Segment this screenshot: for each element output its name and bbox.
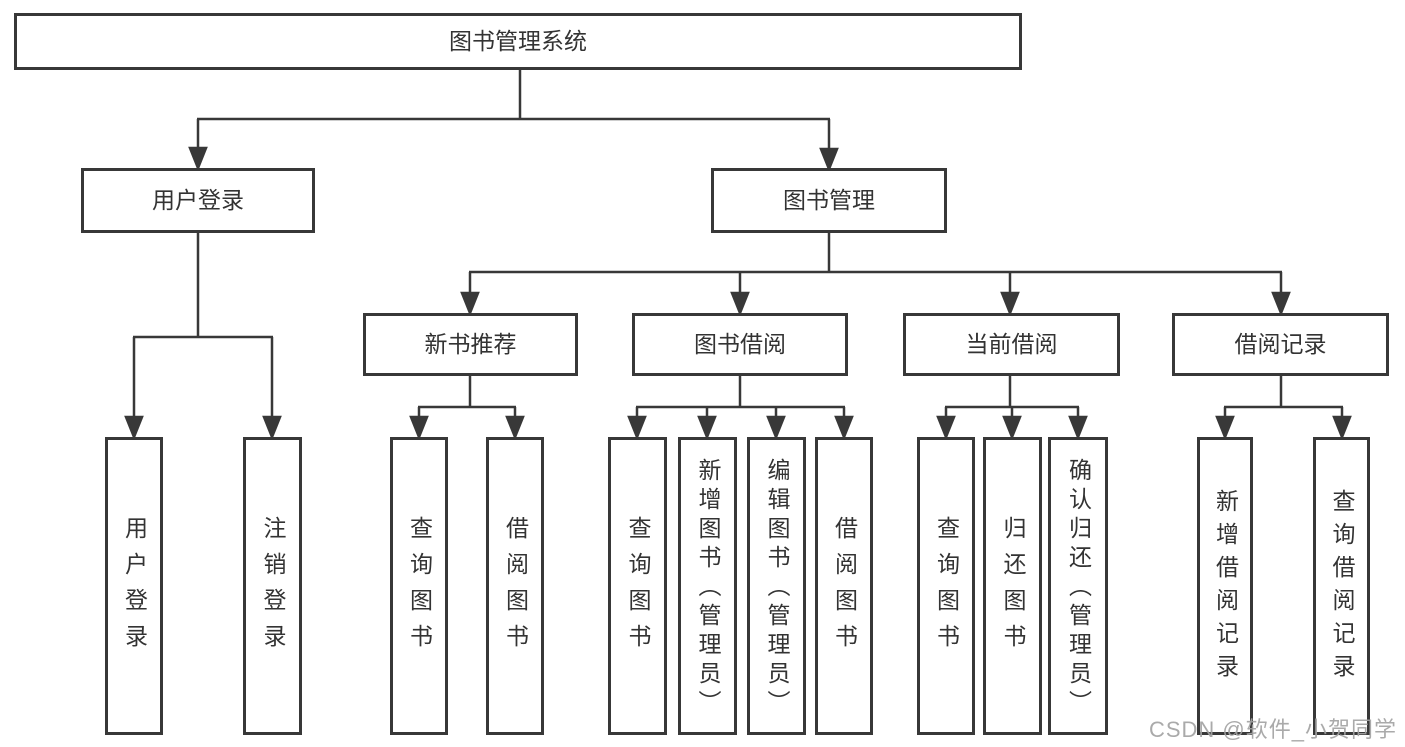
node-user-login-label: 用户登录	[152, 187, 244, 213]
leaf-add-book-admin: 新增图书（管理员）	[678, 437, 737, 735]
leaf-confirm-return-admin: 确认归还（管理员）	[1048, 437, 1108, 735]
leaf-query-books-current: 查询图书	[917, 437, 975, 735]
leaf-query-books-recommend: 查询图书	[390, 437, 448, 735]
leaf-return-books: 归还图书	[983, 437, 1042, 735]
leaf-edit-book-admin-label: 编辑图书（管理员）	[764, 457, 790, 719]
leaf-return-books-label: 归还图书	[1000, 516, 1026, 660]
leaf-borrow-books-label: 借阅图书	[831, 516, 858, 660]
node-current-borrowing: 当前借阅	[903, 313, 1120, 376]
node-user-login: 用户登录	[81, 168, 315, 233]
node-borrow-records: 借阅记录	[1172, 313, 1389, 376]
node-book-borrowing: 图书借阅	[632, 313, 848, 376]
leaf-edit-book-admin: 编辑图书（管理员）	[747, 437, 806, 735]
leaf-user-login-label: 用户登录	[121, 516, 148, 660]
leaf-add-borrow-record-label: 新增借阅记录	[1212, 489, 1239, 687]
leaf-logout-label: 注销登录	[260, 516, 286, 660]
node-borrow-records-label: 借阅记录	[1234, 331, 1327, 357]
leaf-add-borrow-record: 新增借阅记录	[1197, 437, 1253, 735]
leaf-query-borrow-record-label: 查询借阅记录	[1329, 489, 1355, 687]
leaf-borrow-books: 借阅图书	[815, 437, 873, 735]
node-current-borrowing-label: 当前借阅	[965, 331, 1058, 357]
node-root-library-system: 图书管理系统	[14, 13, 1022, 70]
connector-book-borrow-to-leaves	[627, 376, 854, 441]
connector-current-borrow-to-leaves	[936, 376, 1088, 441]
connector-root-to-level2	[188, 70, 839, 173]
csdn-watermark: CSDN @软件_小贺同学	[1148, 717, 1397, 742]
leaf-query-books-current-label: 查询图书	[933, 516, 960, 660]
leaf-query-books-borrow: 查询图书	[608, 437, 667, 735]
connector-borrow-records-to-leaves	[1215, 376, 1352, 441]
connector-book-mgmt-to-level3	[460, 233, 1291, 317]
leaf-query-borrow-record: 查询借阅记录	[1313, 437, 1370, 735]
node-book-borrowing-label: 图书借阅	[694, 331, 786, 357]
leaf-logout: 注销登录	[243, 437, 302, 735]
leaf-confirm-return-admin-label: 确认归还（管理员）	[1065, 457, 1092, 719]
connector-new-book-to-leaves	[409, 376, 525, 441]
node-new-book-recommend: 新书推荐	[363, 313, 578, 376]
node-root-label: 图书管理系统	[449, 28, 587, 54]
leaf-borrow-books-recommend-label: 借阅图书	[502, 516, 529, 660]
leaf-query-books-recommend-label: 查询图书	[406, 516, 433, 660]
node-new-book-recommend-label: 新书推荐	[424, 331, 517, 357]
connector-user-login-to-leaves	[124, 233, 282, 441]
leaf-borrow-books-recommend: 借阅图书	[486, 437, 544, 735]
leaf-user-login: 用户登录	[105, 437, 163, 735]
node-book-management-label: 图书管理	[783, 187, 875, 213]
leaf-query-books-borrow-label: 查询图书	[625, 516, 651, 660]
node-book-management: 图书管理	[711, 168, 947, 233]
leaf-add-book-admin-label: 新增图书（管理员）	[695, 457, 721, 719]
